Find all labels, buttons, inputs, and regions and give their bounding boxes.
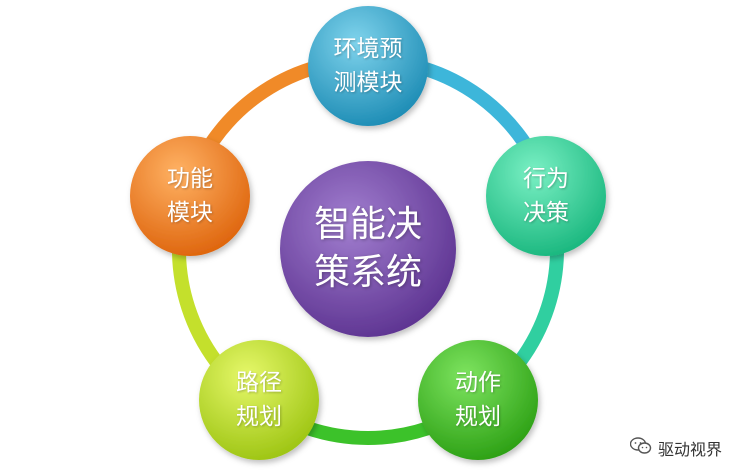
center-circle [280,161,456,337]
node-env-line2: 测模块 [333,70,403,96]
center-label-line2: 策系统 [313,252,422,293]
node-env-line1: 环境预 [333,36,403,62]
node-action-line1: 动作 [455,370,501,396]
node-behavior-circle [486,136,606,256]
center-label: 智能决 策系统 [283,201,453,297]
watermark: 驱动视界 [629,436,722,460]
node-function-line1: 功能 [167,166,213,192]
center-label-line1: 智能决 [313,204,422,245]
node-function-label: 功能 模块 [130,162,250,230]
node-env-circle [308,6,428,126]
node-path-circle [199,340,319,460]
node-action-label: 动作 规划 [418,366,538,434]
wechat-icon [629,437,652,459]
node-path-line1: 路径 [236,370,282,396]
node-function-circle [130,136,250,256]
node-action-line2: 规划 [455,404,501,430]
node-path-line2: 规划 [236,404,282,430]
node-action-circle [418,340,538,460]
node-path-label: 路径 规划 [199,366,319,434]
watermark-text: 驱动视界 [657,440,722,459]
node-behavior-line1: 行为 [523,166,569,192]
node-env-label: 环境预 测模块 [308,32,428,100]
node-behavior-label: 行为 决策 [486,162,606,230]
node-function-line2: 模块 [167,200,213,226]
node-behavior-line2: 决策 [523,200,569,226]
